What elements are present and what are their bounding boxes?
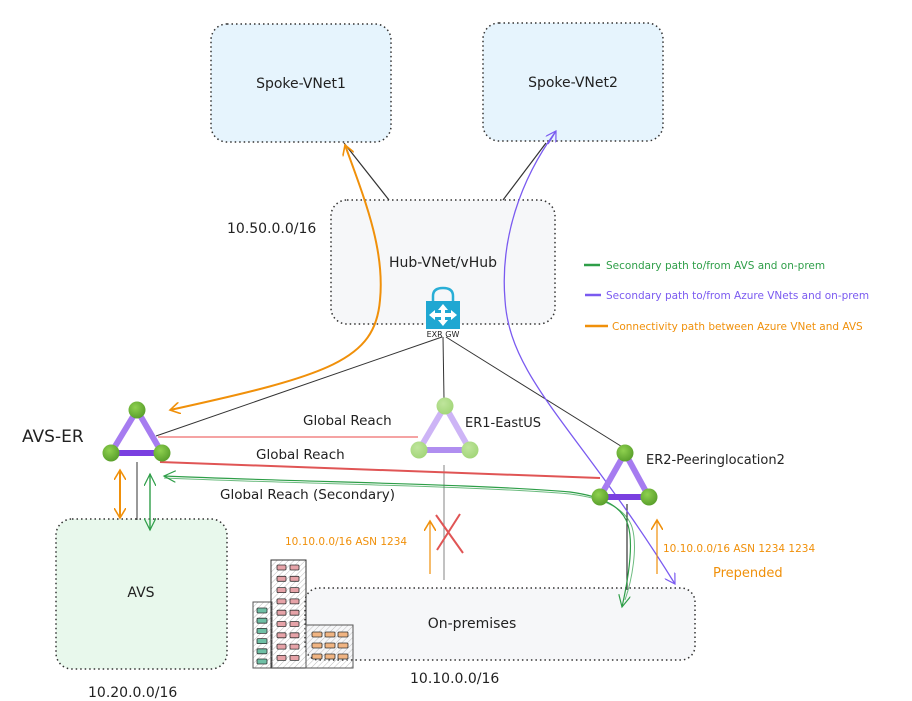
building-window	[289, 621, 300, 627]
x-mark-icon	[435, 513, 464, 554]
building-window	[276, 632, 287, 639]
global-reach-secondary-label: Global Reach (Secondary)	[220, 487, 395, 503]
global-reach-er2-line[interactable]	[159, 461, 601, 479]
building-window	[276, 598, 287, 605]
on-premises-cidr-label: 10.10.0.0/16	[410, 671, 499, 687]
hub-vnet-label: Hub-VNet/vHub	[389, 255, 497, 271]
hub-vnet-box[interactable]: Hub-VNet/vHub	[330, 199, 556, 325]
spoke-vnet1-label: Spoke-VNet1	[256, 76, 346, 92]
building-window	[276, 587, 287, 593]
spoke1-hub-peering-line	[343, 142, 390, 201]
buildings-icon	[252, 559, 354, 669]
building-window	[311, 653, 323, 660]
spoke-vnet2-label: Spoke-VNet2	[528, 75, 618, 91]
er2-prepended-label: Prepended	[713, 566, 783, 581]
building-window	[276, 564, 287, 571]
building-window	[311, 642, 323, 649]
building-window	[337, 642, 349, 649]
hub-cidr-label: 10.50.0.0/16	[227, 221, 316, 237]
expressroute-circuit-icon	[591, 444, 658, 506]
expressroute-circuit-icon	[102, 401, 171, 462]
gw-avs-er-connection-line	[155, 336, 443, 437]
avs-cidr-label: 10.20.0.0/16	[88, 685, 177, 701]
building-window	[337, 653, 349, 660]
building-window	[289, 609, 300, 616]
er2-peeringlocation2-label: ER2-Peeringlocation2	[646, 453, 785, 468]
building-window	[256, 638, 268, 644]
global-reach-er2-label: Global Reach	[256, 447, 345, 463]
spoke-vnet2-box[interactable]: Spoke-VNet2	[482, 22, 664, 142]
er2-peeringlocation2-circuit[interactable]	[591, 444, 658, 506]
gw-er1-connection-line	[442, 336, 445, 400]
building-window	[256, 658, 268, 665]
building-window	[276, 575, 287, 582]
building-window	[289, 575, 300, 582]
building-window	[289, 655, 300, 661]
er1-eastus-circuit[interactable]	[410, 397, 479, 459]
building-window	[256, 628, 268, 634]
building-window	[289, 598, 300, 605]
building-window	[289, 643, 300, 650]
legend: Secondary path to/from AVS and on-prem S…	[584, 260, 869, 333]
spoke2-hub-peering-line	[502, 142, 547, 201]
secondary-path-vnets-onprem	[503, 130, 675, 584]
building-window	[289, 632, 300, 639]
er2-route-advert-label: 10.10.0.0/16 ASN 1234 1234	[663, 543, 815, 555]
expressroute-gateway-icon[interactable]: EXR GW	[426, 286, 460, 339]
building-window	[289, 587, 300, 593]
building-window	[256, 648, 268, 655]
expressroute-circuit-icon	[410, 397, 479, 459]
building-window	[311, 631, 323, 638]
legend-item-vnet-avs-connectivity: Connectivity path between Azure VNet and…	[585, 321, 863, 333]
building-window	[324, 642, 336, 649]
gw-er2-connection-line	[445, 336, 625, 449]
svg-text:Secondary path to/from Azure V: Secondary path to/from Azure VNets and o…	[606, 290, 869, 302]
svg-text:Connectivity path between Azur: Connectivity path between Azure VNet and…	[612, 321, 863, 333]
on-premises-label: On-premises	[428, 616, 517, 632]
building-window	[324, 631, 336, 638]
building-window	[324, 653, 336, 660]
building-window	[256, 607, 268, 614]
global-reach-er1-label: Global Reach	[303, 413, 392, 429]
building-window	[337, 631, 349, 638]
secondary-path-avs-onprem	[164, 476, 632, 607]
legend-item-secondary-avs-onprem: Secondary path to/from AVS and on-prem	[584, 260, 825, 272]
building-window	[276, 655, 287, 661]
er1-route-advert-label: 10.10.0.0/16 ASN 1234	[285, 536, 407, 548]
building-window	[256, 617, 268, 624]
building-window	[276, 609, 287, 616]
building-window	[289, 564, 300, 571]
avs-er-label: AVS-ER	[22, 427, 84, 447]
gateway-label: EXR GW	[427, 330, 460, 339]
building-window	[276, 621, 287, 627]
avs-er-circuit[interactable]	[102, 401, 171, 462]
legend-item-secondary-vnets-onprem: Secondary path to/from Azure VNets and o…	[585, 290, 869, 302]
spoke-vnet1-box[interactable]: Spoke-VNet1	[210, 23, 392, 143]
connectivity-path-vnet-avs	[170, 145, 382, 410]
avs-label: AVS	[127, 585, 154, 601]
avs-box[interactable]: AVS	[55, 518, 228, 670]
on-premises-box[interactable]: On-premises	[304, 587, 696, 661]
building-window	[276, 643, 287, 650]
svg-text:Secondary path to/from AVS and: Secondary path to/from AVS and on-prem	[606, 260, 825, 272]
er1-eastus-label: ER1-EastUS	[465, 416, 541, 431]
